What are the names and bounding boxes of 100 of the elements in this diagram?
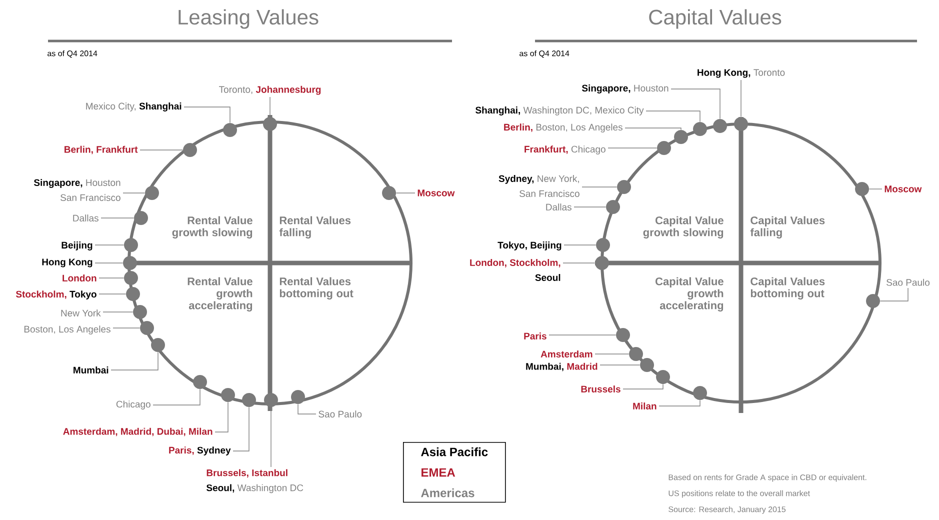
- market-dot: [866, 294, 880, 308]
- legend-box: Asia Pacific EMEA Americas: [403, 442, 506, 503]
- leader-line: [740, 80, 742, 118]
- quadrant-label: Capital Values bottoming out: [750, 277, 825, 300]
- leader-line: [600, 364, 640, 366]
- footnote: Based on rents for Grade A space in CBD or equivalent.: [668, 474, 866, 482]
- city-label: Moscow: [418, 190, 455, 196]
- market-dot: [606, 200, 620, 214]
- market-dot: [223, 123, 237, 137]
- city-label: Boston, Los Angeles: [24, 326, 110, 334]
- quadrant-label: Capital Values falling: [750, 216, 825, 238]
- market-dot: [693, 386, 707, 400]
- leader-line: [868, 188, 882, 190]
- date-note: as of Q4 2014: [48, 50, 98, 58]
- city-label: Sydney, New York, San Francisco: [498, 175, 580, 197]
- leader-line: [298, 404, 316, 414]
- leader-line: [152, 388, 200, 406]
- city-label: New York: [61, 310, 101, 316]
- market-dot: [134, 211, 148, 225]
- city-label: Stockholm, Tokyo: [16, 290, 96, 300]
- city-label: Sao Paulo: [318, 410, 362, 418]
- market-dot: [123, 256, 137, 270]
- market-dot: [145, 186, 159, 200]
- city-label: Hong Kong, Toronto: [698, 69, 785, 78]
- city-label: Berlin, Frankfurt: [64, 146, 138, 154]
- market-dot: [595, 256, 609, 270]
- leader-line: [270, 406, 272, 468]
- leader-line: [396, 192, 416, 194]
- chart-title: Capital Values: [649, 9, 782, 29]
- market-dot: [151, 338, 165, 352]
- city-label: Beijing: [62, 242, 92, 250]
- market-dot: [657, 141, 671, 155]
- quadrant-label: Capital Value growth accelerating: [656, 277, 724, 312]
- city-label: Tokyo, Beijing: [498, 242, 562, 250]
- city-label: Shanghai, Washington DC, Mexico City: [476, 106, 644, 116]
- leader-line: [110, 352, 158, 370]
- city-label: Brussels: [581, 386, 620, 392]
- chart-title: Leasing Values: [178, 9, 318, 29]
- city-label: Amsterdam, Madrid, Dubai, Milan: [63, 428, 212, 436]
- market-dot: [617, 180, 631, 194]
- city-label: London: [62, 274, 96, 282]
- city-label: Berlin, Boston, Los Angeles: [504, 124, 622, 132]
- leader-line: [574, 206, 606, 208]
- leader-line: [122, 192, 146, 194]
- market-dot: [263, 117, 277, 131]
- city-label: Paris: [524, 332, 546, 340]
- quadrant-label: Rental Values falling: [279, 216, 351, 238]
- date-note: as of Q4 2014: [520, 50, 570, 58]
- market-dot: [133, 305, 147, 319]
- leader-line: [94, 262, 124, 264]
- city-label: Amsterdam: [540, 350, 592, 358]
- city-label: Singapore, Houston San Francisco: [34, 179, 120, 201]
- market-dot: [713, 119, 727, 133]
- leader-line: [184, 106, 230, 124]
- quadrant-label: Capital Value growth slowing: [643, 216, 724, 238]
- city-label: Brussels, Istanbul Seoul, Washington DC: [206, 469, 304, 494]
- market-dot: [124, 271, 138, 285]
- market-dot: [193, 375, 207, 389]
- market-dot: [221, 388, 235, 402]
- city-label: Mexico City, Shanghai: [86, 102, 182, 112]
- leader-line: [232, 406, 250, 452]
- market-dot: [855, 182, 869, 196]
- leader-line: [562, 262, 596, 264]
- market-dot: [674, 130, 688, 144]
- city-label: Moscow: [884, 186, 922, 192]
- city-label: Mumbai, Madrid: [526, 362, 598, 372]
- leader-line: [880, 288, 908, 302]
- market-dot: [140, 321, 154, 335]
- market-dot: [264, 393, 278, 407]
- city-label: Milan: [633, 402, 656, 410]
- market-dot: [124, 238, 138, 252]
- quadrant-label: Rental Values bottoming out: [280, 277, 354, 300]
- market-dot: [126, 287, 140, 301]
- leader-line: [94, 244, 124, 246]
- leader-line: [214, 402, 228, 432]
- leader-line: [564, 244, 596, 246]
- footnote: US positions relate to the overall market: [668, 490, 810, 498]
- city-label: Frankfurt, Chicago: [524, 146, 606, 154]
- leader-line: [646, 110, 700, 122]
- leader-line: [658, 400, 700, 406]
- quadrant-label: Rental Value growth accelerating: [188, 277, 252, 312]
- market-dot: [656, 370, 670, 384]
- city-label: Hong Kong: [42, 258, 92, 268]
- leader-line: [670, 88, 720, 120]
- city-label: Toronto, Johannesburg: [219, 86, 321, 95]
- city-label: Paris, Sydney: [169, 446, 231, 456]
- market-dot: [183, 143, 197, 157]
- footnote: Source: Research, January 2015: [668, 506, 786, 514]
- city-label: London, Stockholm, Seoul: [470, 259, 560, 281]
- market-dot: [382, 186, 396, 200]
- city-label: Mumbai: [74, 366, 108, 374]
- market-dot: [596, 238, 610, 252]
- market-dot: [242, 393, 256, 407]
- quadrant-label: Rental Value growth slowing: [172, 216, 252, 238]
- leader-line: [622, 384, 664, 390]
- city-label: Dallas: [73, 214, 98, 222]
- market-dot: [616, 328, 630, 342]
- city-label: Dallas: [546, 204, 572, 210]
- market-dot: [291, 390, 305, 404]
- leader-line: [582, 186, 618, 188]
